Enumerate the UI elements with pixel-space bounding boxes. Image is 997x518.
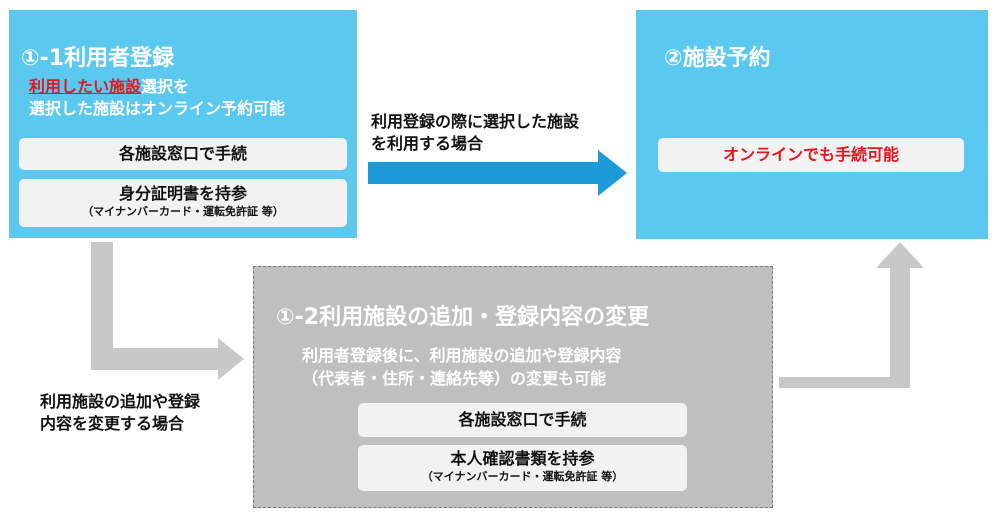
arrow-down-label-line2: 内容を変更する場合 [40,414,185,433]
id-document-pill: 身分証明書を持参 （マイナンバーカード・運転免許証 等） [19,179,347,227]
counter-procedure-pill-2: 各施設窓口で手続 [358,403,687,437]
arrow-down-right-grey [91,242,244,380]
desired-facility-highlight: 利用したい施設 [29,77,142,96]
arrow-right-label-line1: 利用登録の際に選択した施設 [371,112,580,131]
counter-procedure-pill: 各施設窓口で手続 [19,138,347,170]
user-registration-box: ①-1利用者登録 利用したい施設選択を 選択した施設はオンライン予約可能 各施設… [9,10,357,238]
facility-selection-text: 利用したい施設選択を [29,76,189,98]
id-document-examples: （マイナンバーカード・運転免許証 等） [82,205,284,218]
arrow-right-label-line2: を利用する場合 [371,134,484,153]
arrow-down-label-line1: 利用施設の追加や登録 [40,392,201,411]
identity-document-pill: 本人確認書類を持参 （マイナンバーカード・運転免許証 等） [358,445,687,491]
arrow-up-right-grey [779,242,924,388]
arrow-right-blue [368,150,627,196]
counter-procedure-text-2: 各施設窓口で手続 [458,410,587,429]
facility-change-desc-line1: 利用者登録後に、利用施設の追加や登録内容 [302,346,622,365]
online-procedure-text: オンラインでも手続可能 [722,145,899,164]
online-procedure-pill: オンラインでも手続可能 [658,138,964,172]
counter-procedure-text: 各施設窓口で手続 [118,144,247,163]
id-document-text: 身分証明書を持参 [118,184,247,203]
online-reservation-note: 選択した施設はオンライン予約可能 [29,99,286,118]
identity-document-text: 本人確認書類を持参 [450,449,595,468]
facility-reservation-box: ②施設予約 オンラインでも手続可能 [636,10,988,239]
facility-change-box: ①-2利用施設の追加・登録内容の変更 利用者登録後に、利用施設の追加や登録内容 … [253,266,773,508]
identity-document-examples: （マイナンバーカード・運転免許証 等） [421,470,624,483]
facility-selection-rest: 選択を [141,77,190,96]
facility-change-desc-line2: （代表者・住所・連絡先等）の変更も可能 [302,369,607,388]
facility-reservation-title: ②施設予約 [664,46,771,71]
user-registration-title: ①-1利用者登録 [21,46,175,71]
facility-change-title: ①-2利用施設の追加・登録内容の変更 [276,305,650,330]
